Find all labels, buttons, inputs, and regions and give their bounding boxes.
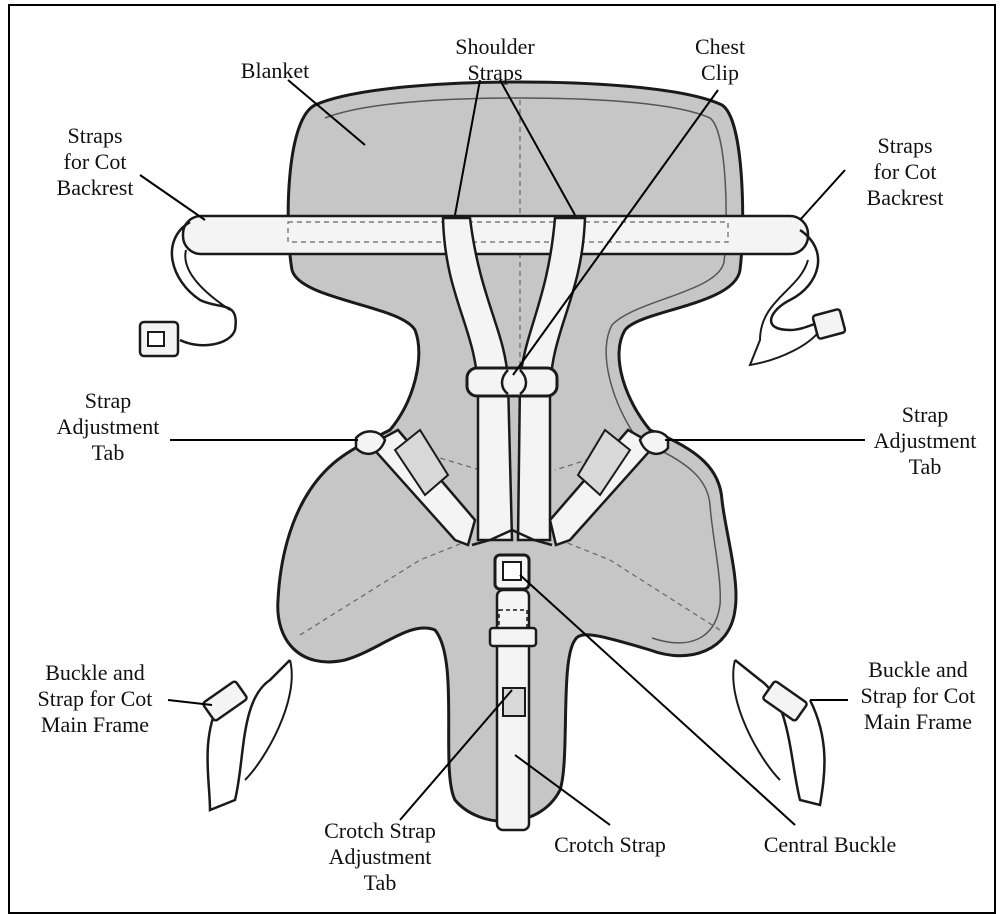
main-frame-buckle-left [202,681,247,722]
label-strap-adjustment-tab-right: Strap Adjustment Tab [860,402,990,480]
label-straps-backrest-right: Straps for Cot Backrest [850,133,960,211]
label-central-buckle: Central Buckle [740,832,920,858]
label-straps-backrest-left: Straps for Cot Backrest [40,123,150,201]
label-crotch-strap: Crotch Strap [535,832,685,858]
backrest-right-buckle [812,309,845,339]
label-crotch-strap-adjustment-tab: Crotch Strap Adjustment Tab [300,818,460,896]
crotch-adjustment-tab-shape [503,688,525,716]
label-chest-clip: Chest Clip [675,34,765,86]
chest-clip [467,368,557,396]
label-shoulder-straps: Shoulder Straps [440,34,550,86]
main-frame-strap-left [208,660,291,810]
label-strap-adjustment-tab-left: Strap Adjustment Tab [48,388,168,466]
label-blanket: Blanket [220,58,330,84]
label-buckle-main-frame-left: Buckle and Strap for Cot Main Frame [20,660,170,738]
main-frame-buckle-right [762,681,807,722]
crotch-adjustment-buckle [490,628,536,646]
label-buckle-main-frame-right: Buckle and Strap for Cot Main Frame [843,657,993,735]
